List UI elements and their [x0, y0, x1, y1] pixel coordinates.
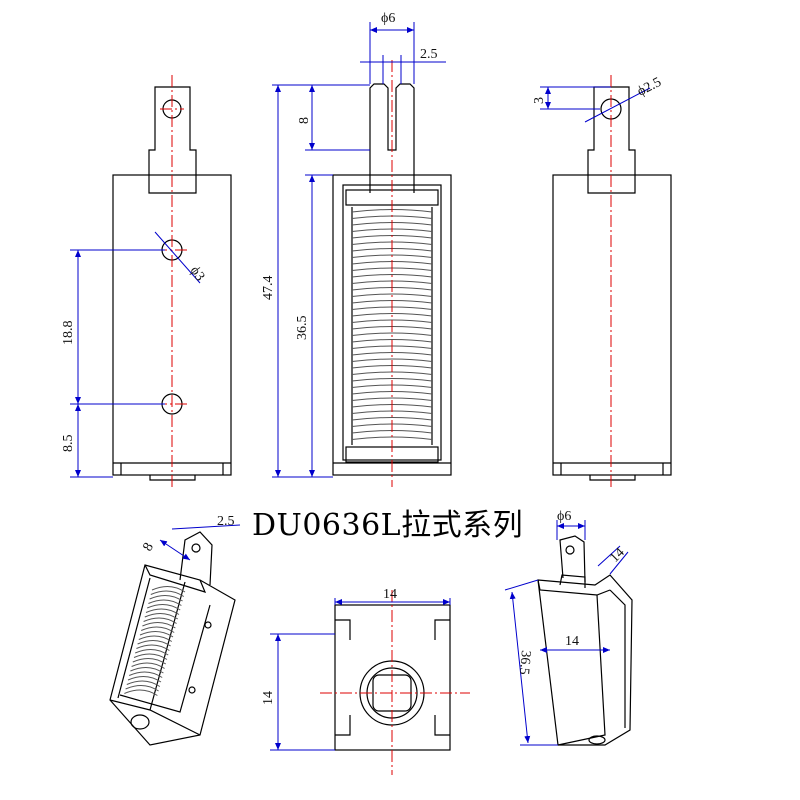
isometric-left-dims	[159, 524, 241, 561]
coil-winding	[351, 274, 433, 278]
isometric-coil-windings	[124, 586, 186, 696]
coil-spring	[351, 207, 433, 445]
isometric-coil-winding	[138, 635, 173, 642]
dim-text-phi2p5: ϕ2.5	[635, 75, 664, 100]
isometric-coil-winding	[132, 658, 167, 665]
dim-text-18p8: 18.8	[61, 321, 76, 346]
dim-text-8p5: 8.5	[61, 435, 76, 453]
front-view-left-dims	[70, 231, 201, 478]
isometric-coil-winding	[124, 689, 158, 696]
isometric-coil-winding	[134, 649, 169, 656]
dim-text-8-iso: 8	[140, 540, 156, 554]
coil-winding	[351, 378, 433, 382]
isometric-coil-winding	[140, 626, 175, 633]
isometric-coil-winding	[145, 608, 180, 615]
bottom-view-centerlines	[320, 590, 470, 775]
coil-winding	[351, 339, 433, 343]
coil-winding	[351, 332, 433, 336]
coil-winding	[351, 436, 433, 440]
isometric-coil-winding	[133, 653, 168, 660]
isometric-coil-winding	[126, 680, 161, 687]
isometric-coil-winding	[130, 667, 164, 674]
drawing-title: DU0636L拉式系列	[252, 508, 524, 543]
coil-winding	[351, 417, 433, 421]
isometric-coil-winding	[142, 622, 176, 629]
isometric-coil-winding	[139, 631, 174, 638]
dim-text-2p5-top: 2.5	[420, 47, 438, 62]
isometric-coil-winding	[143, 617, 177, 624]
coil-winding	[351, 397, 433, 401]
dim-text-47p4: 47.4	[261, 276, 276, 301]
dim-text-36p5-iso: 36.5	[516, 650, 533, 676]
rear-view-right	[552, 86, 672, 481]
dim-text-14-iso: 14	[565, 634, 579, 649]
isometric-coil-winding	[137, 640, 171, 647]
isometric-coil-winding	[149, 595, 183, 602]
coil-winding	[351, 352, 433, 356]
isometric-right-dims	[504, 520, 629, 746]
coil-winding	[351, 371, 433, 375]
isometric-coil-winding	[125, 685, 159, 692]
dim-text-36p5: 36.5	[295, 316, 310, 341]
isometric-coil-winding	[144, 613, 179, 620]
isometric-view-right	[537, 535, 633, 746]
isometric-view-left	[109, 531, 236, 746]
coil-winding	[351, 293, 433, 297]
isometric-coil-winding	[151, 586, 186, 593]
isometric-coil-winding	[150, 590, 185, 597]
dim-text-14-bottom-height: 14	[261, 691, 276, 705]
coil-winding	[351, 313, 433, 317]
isometric-coil-winding	[136, 644, 170, 651]
front-view-left-centerlines	[155, 75, 189, 487]
dim-text-phi3: ϕ3	[187, 264, 208, 284]
section-view-dims	[272, 22, 446, 478]
coil-winding	[351, 358, 433, 362]
dim-text-14-iso-small: 14	[607, 545, 628, 566]
rear-view-dims	[540, 86, 651, 123]
isometric-coil-winding	[146, 604, 181, 611]
bottom-view-dims	[270, 598, 451, 751]
isometric-coil-winding	[148, 599, 182, 606]
dim-text-phi6-iso: ϕ6	[557, 509, 571, 524]
dim-text-3-right: 3	[532, 97, 547, 104]
dim-text-8-left: 8	[297, 117, 312, 124]
dim-text-14-bottom-width: 14	[383, 587, 397, 602]
isometric-coil-winding	[128, 671, 163, 678]
dim-text-2p5-iso: 2.5	[217, 514, 235, 529]
isometric-coil-winding	[127, 676, 162, 683]
isometric-coil-winding	[131, 662, 165, 669]
dim-text-phi6-top: ϕ6	[381, 11, 395, 26]
